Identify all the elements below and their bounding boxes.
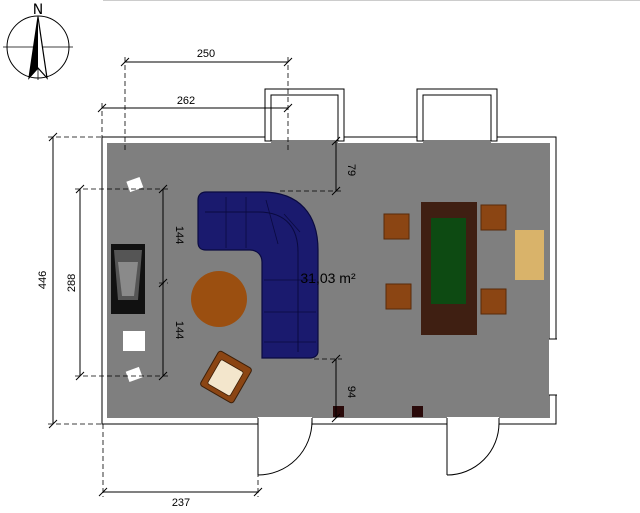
svg-text:79: 79 xyxy=(345,164,357,176)
game-table xyxy=(421,202,477,335)
dimension-left-total: 446 xyxy=(37,132,102,429)
door-left[interactable] xyxy=(257,417,313,476)
dimension-top-outer: 262 xyxy=(97,95,293,137)
compass-icon: N xyxy=(3,2,73,80)
sectional-sofa xyxy=(197,191,319,359)
fireplace-icon xyxy=(111,244,145,314)
dimension-top-inner: 250 xyxy=(120,48,293,150)
svg-text:262: 262 xyxy=(177,95,195,107)
svg-text:250: 250 xyxy=(197,48,215,60)
door-swing-icon xyxy=(446,422,500,476)
north-label: N xyxy=(33,2,43,18)
post xyxy=(333,406,344,417)
svg-text:144: 144 xyxy=(173,226,185,244)
dimension-lower-144: 144 xyxy=(158,283,185,381)
round-rug xyxy=(191,271,247,327)
chair xyxy=(385,283,412,310)
door-right[interactable] xyxy=(446,417,500,476)
chair xyxy=(383,213,410,240)
svg-text:144: 144 xyxy=(173,321,185,339)
chair xyxy=(480,204,507,231)
dimension-left-mid: 288 xyxy=(66,184,168,381)
svg-text:446: 446 xyxy=(37,271,49,289)
dimension-bottom: 237 xyxy=(98,424,263,509)
svg-text:94: 94 xyxy=(345,386,357,398)
side-cabinet xyxy=(515,230,544,280)
side-table xyxy=(123,331,145,351)
dimension-top-gap: 79 xyxy=(280,136,357,196)
armchair-icon xyxy=(200,350,252,404)
lamp-icon xyxy=(125,366,143,383)
room-area-label: 31,03 m² xyxy=(300,270,356,286)
post xyxy=(412,406,423,417)
dimension-bottom-gap: 94 xyxy=(314,354,357,423)
door-swing-icon xyxy=(257,420,313,476)
chair xyxy=(480,288,507,315)
svg-text:288: 288 xyxy=(66,274,78,292)
svg-text:237: 237 xyxy=(172,497,190,509)
lamp-icon xyxy=(126,176,144,193)
